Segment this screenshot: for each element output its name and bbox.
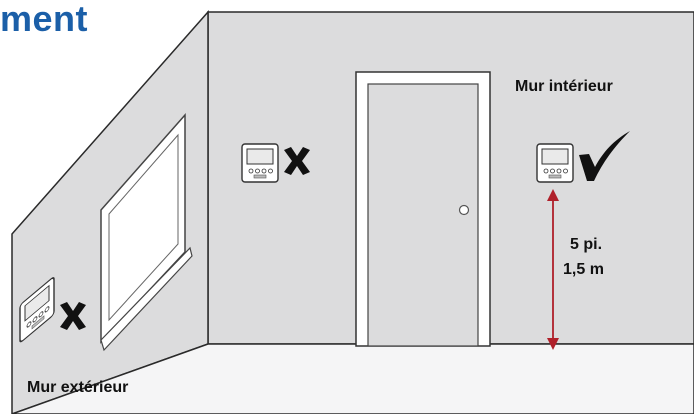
thermostat-interior-wall [537,144,573,182]
interior-wall-label: Mur intérieur [515,78,613,96]
door-knob [460,206,469,215]
page-title: ment [0,0,88,40]
height-label-meters: 1,5 m [563,261,604,279]
door [356,72,490,346]
height-label-feet: 5 pi. [570,236,602,254]
exterior-wall-label: Mur extérieur [27,379,128,397]
thermostat-near-door [242,144,278,182]
